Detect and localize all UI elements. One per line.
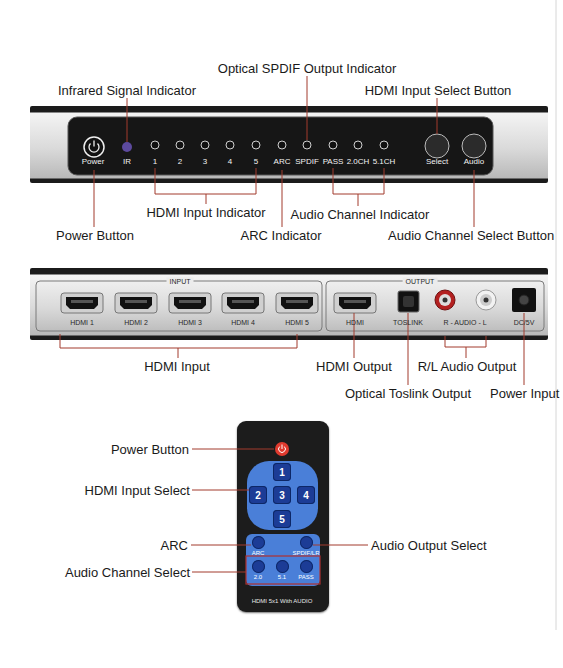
page-edge — [556, 0, 557, 630]
remote-key: 1 — [273, 463, 291, 481]
back-panel-label: OUTPUT — [403, 278, 438, 285]
front-panel-label: 5 — [254, 158, 258, 166]
front-panel-label: PASS — [323, 158, 344, 166]
back-panel-label: DC/5V — [514, 319, 535, 326]
remote-key: 3 — [273, 486, 291, 504]
remote-button-label: SPDIF/LR — [292, 550, 319, 556]
callout-box — [246, 556, 320, 584]
callout-label: Audio Channel Indicator — [291, 208, 430, 221]
remote-button: SPDIF/LR — [300, 536, 313, 549]
callout-label: ARC — [161, 539, 188, 552]
front-panel-label: IR — [123, 158, 131, 166]
remote-key: 4 — [297, 486, 315, 504]
remote-control-label: HDMI 5x1 With AUDIO — [252, 598, 313, 604]
callout-label: Optical Toslink Output — [345, 387, 471, 400]
back-panel-label: HDMI 1 — [70, 319, 94, 326]
remote-key-label: 3 — [279, 491, 285, 501]
remote-key: 2 — [249, 486, 267, 504]
callout-label: Power Input — [490, 387, 559, 400]
front-panel-label: Select — [426, 158, 448, 166]
callout-label: Optical SPDIF Output Indicator — [218, 62, 396, 75]
remote-key: 5 — [273, 510, 291, 528]
back-panel-label: HDMI 3 — [178, 319, 202, 326]
callout-label: Power Button — [111, 443, 189, 456]
front-panel-label: 4 — [228, 158, 232, 166]
callout-label: ARC Indicator — [241, 229, 322, 242]
front-panel-label: 2 — [178, 158, 182, 166]
back-panel-label: HDMI 4 — [231, 319, 255, 326]
remote-key-label: 5 — [279, 515, 285, 525]
remote-button: PASS — [300, 560, 313, 573]
remote-button-label: 5.1 — [278, 574, 286, 580]
front-panel-label: ARC — [274, 158, 291, 166]
remote-control: HDMI 5x1 With AUDIO 1 2 3 4 5ARC SPDIF/LR 2.0 5.… — [237, 421, 329, 612]
remote-button: ARC — [252, 536, 265, 549]
callout-label: R/L Audio Output — [418, 360, 517, 373]
front-panel: Power IR 1 2 3 4 5 ARC SPDIF PASS2.0CH5.1CH Select… — [30, 106, 548, 183]
back-panel-label: HDMI — [346, 319, 364, 326]
remote-button-label: 2.0 — [254, 574, 262, 580]
remote-key-label: 1 — [279, 468, 285, 478]
remote-button: 2.0 — [252, 560, 265, 573]
front-panel-label: Power — [82, 158, 105, 166]
back-panel-label: HDMI 5 — [285, 319, 309, 326]
remote-button-label: ARC — [252, 550, 265, 556]
callout-label: Power Button — [56, 229, 134, 242]
callout-label: Audio Output Select — [371, 539, 487, 552]
back-panel-label: INPUT — [167, 278, 194, 285]
remote-button: 5.1 — [276, 560, 289, 573]
back-panel-label: R - AUDIO - L — [443, 319, 486, 326]
front-panel-label: Audio — [464, 158, 484, 166]
remote-button-label: PASS — [298, 574, 314, 580]
front-panel-label: SPDIF — [295, 158, 319, 166]
callout-label: Audio Channel Select Button — [388, 229, 554, 242]
callout-label: Infrared Signal Indicator — [58, 84, 196, 97]
callout-label: Audio Channel Select — [65, 566, 190, 579]
callout-label: HDMI Output — [316, 360, 392, 373]
back-panel-label: HDMI 2 — [124, 319, 148, 326]
back-panel: INPUT OUTPUT HDMI 1 HDMI 2 HDMI 3 HDMI 4 HDMI … — [30, 268, 548, 340]
back-panel-label: TOSLINK — [393, 319, 423, 326]
callout-label: HDMI Input — [144, 360, 210, 373]
front-panel-label: 2.0CH — [347, 158, 370, 166]
callout-label: HDMI Input Indicator — [146, 206, 265, 219]
front-panel-label: 1 — [153, 158, 157, 166]
callout-label: HDMI Input Select Button — [365, 84, 512, 97]
remote-key-label: 2 — [255, 491, 261, 501]
front-panel-label: 3 — [203, 158, 207, 166]
callout-label: HDMI Input Select — [85, 484, 191, 497]
remote-key-label: 4 — [303, 491, 309, 501]
front-panel-label: 5.1CH — [373, 158, 396, 166]
